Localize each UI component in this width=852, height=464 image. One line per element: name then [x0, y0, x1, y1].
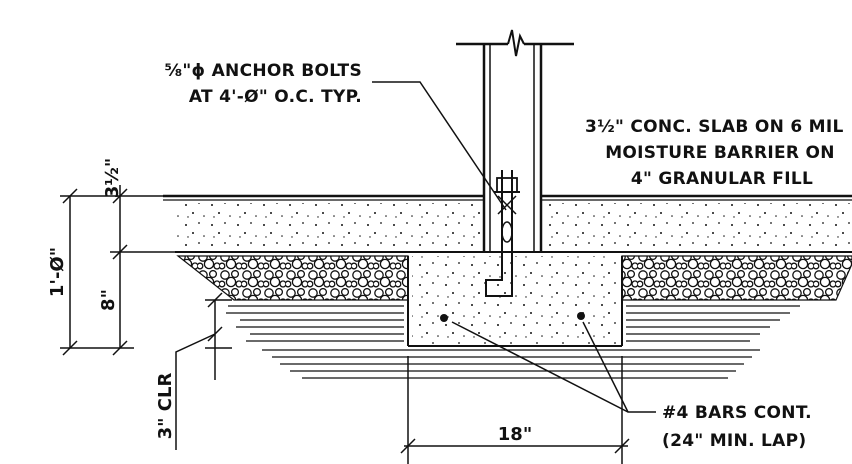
footing-width-dim: 18"	[498, 424, 532, 445]
dimension-lines	[60, 185, 630, 464]
rebar-note-line2: (24" MIN. LAP)	[662, 431, 806, 451]
gravel-fill-right	[621, 255, 852, 301]
slab-thickness-dim: 3½"	[102, 158, 123, 199]
leader-lines	[372, 81, 656, 413]
anchor-bolt	[485, 170, 520, 297]
rebar-right	[577, 312, 585, 320]
footing-depth-dim: 8"	[98, 289, 119, 311]
slab-note-line3: 4" GRANULAR FILL	[631, 169, 813, 189]
slab-note-line2: MOISTURE BARRIER ON	[605, 143, 835, 163]
rebar-note-line1: #4 BARS CONT.	[662, 403, 812, 423]
rebar-left	[440, 314, 448, 322]
anchor-bolts-label-line2: AT 4'-Ø" O.C. TYP.	[189, 87, 362, 107]
soil-hatching	[226, 305, 800, 379]
wall-section	[456, 29, 574, 200]
concrete-slab	[163, 194, 852, 249]
total-depth-dim: 1'-Ø"	[47, 247, 68, 297]
anchor-bolts-label-line1: ⅝"ϕ ANCHOR BOLTS	[164, 61, 362, 81]
gravel-fill-left	[176, 255, 409, 301]
clearance-dim: 3" CLR	[155, 373, 176, 440]
concrete-footing	[407, 256, 623, 347]
slab-note-line1: 3½" CONC. SLAB ON 6 MIL	[585, 117, 844, 137]
